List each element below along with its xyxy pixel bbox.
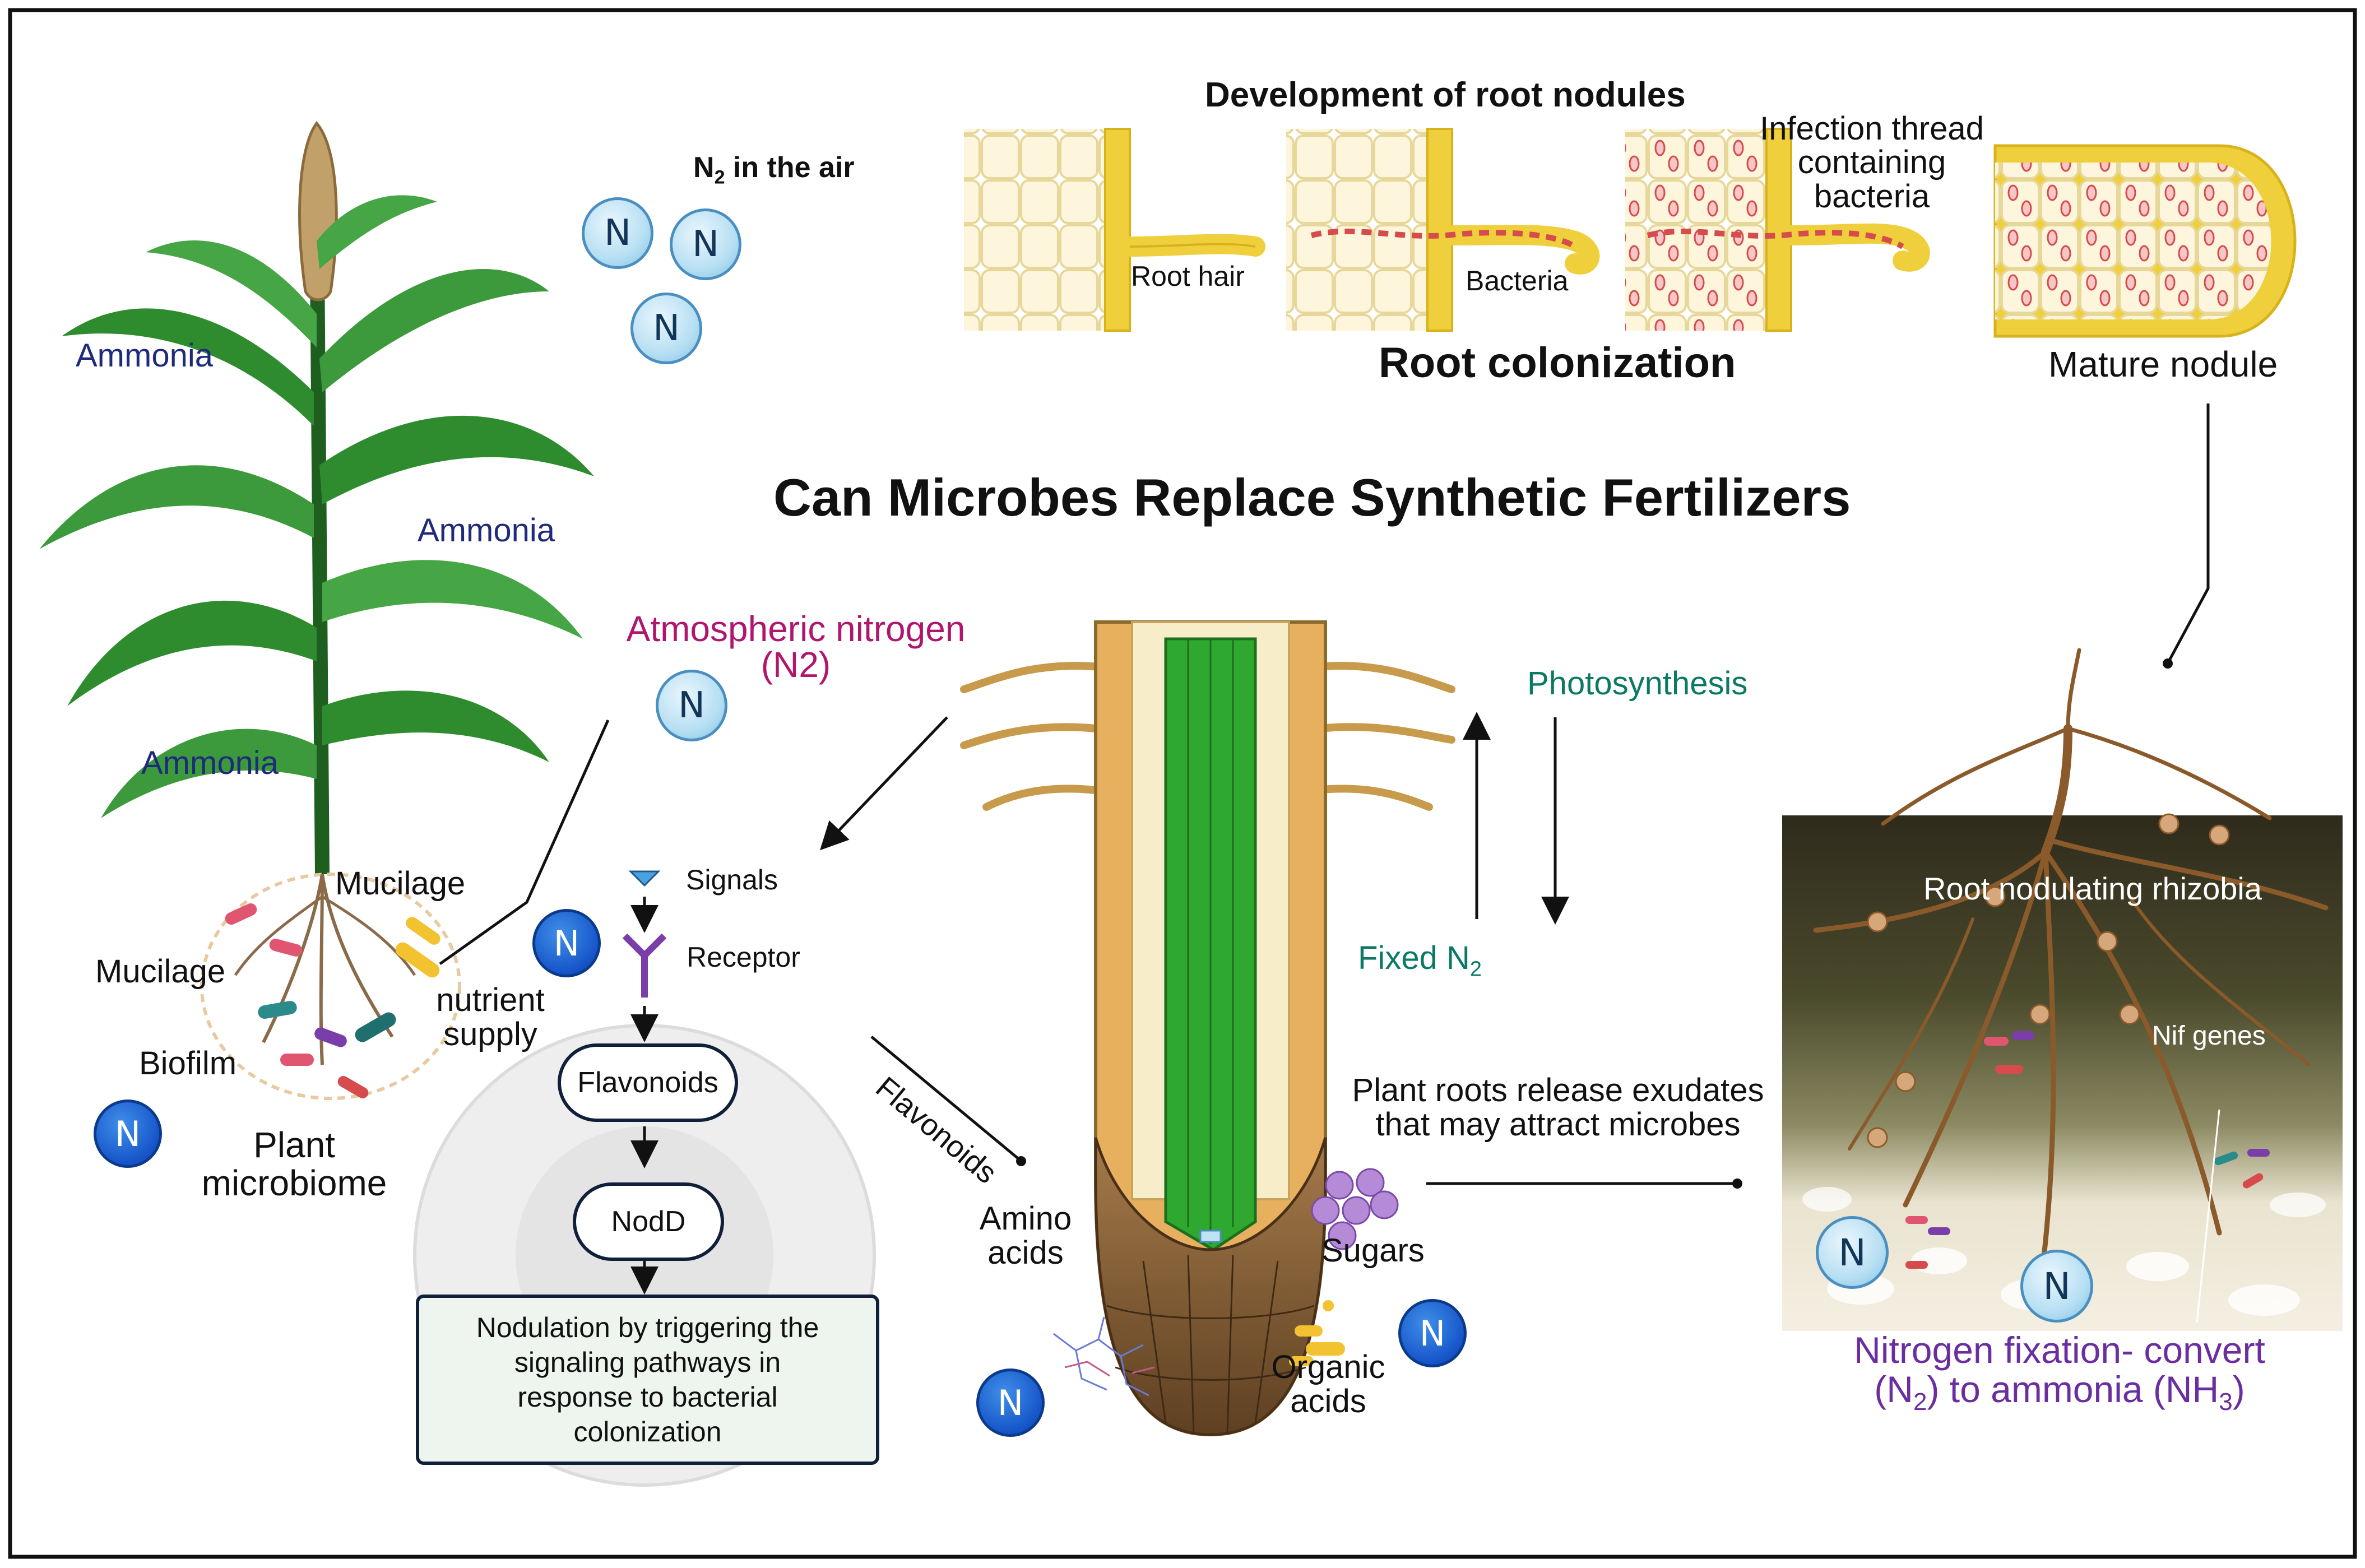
nodule-panel-3 (1625, 128, 1930, 332)
sugars-cluster (1311, 1168, 1399, 1250)
organic-acids-label: Organic acids (1271, 1349, 1385, 1419)
ammonia-label-3: Ammonia (141, 745, 279, 781)
nodule-panel-4 (1993, 144, 2297, 338)
root-hair-label: Root hair (1131, 261, 1245, 292)
nitrogen-badge-organic: N (1398, 1299, 1467, 1367)
nitrogen-badge-signals: N (532, 909, 601, 977)
atmospheric-nitrogen-label: Atmospheric nitrogen (N2) (626, 609, 966, 685)
ammonia-label-2: Ammonia (418, 512, 555, 549)
ammonia-label-1: Ammonia (76, 337, 213, 374)
root-colonization-label: Root colonization (1379, 339, 1736, 387)
nitrogen-badge-soil-1: N (1816, 1216, 1889, 1289)
fixed-n2-label: Fixed N2 (1358, 940, 1482, 981)
page-title: Can Microbes Replace Synthetic Fertilize… (773, 468, 1851, 527)
rhizobia-label: Root nodulating rhizobia (1923, 871, 2262, 906)
sugars-label: Sugars (1321, 1232, 1425, 1269)
photosynthesis-label: Photosynthesis (1527, 665, 1748, 702)
receptor-label: Receptor (687, 941, 800, 973)
nodule-panel-1 (964, 128, 1265, 332)
nitrogen-badge-microbiome: N (94, 1100, 162, 1168)
nitrogen-fixation-label: Nitrogen fixation- convert (N2) to ammon… (1854, 1329, 2265, 1416)
flavonoids-step: Flavonoids (558, 1043, 738, 1122)
amino-acids-label: Amino acids (979, 1200, 1072, 1271)
plant-microbiome-label: Plant microbiome (201, 1125, 387, 1203)
nodd-step: NodD (573, 1182, 724, 1261)
signals-label: Signals (686, 864, 778, 896)
amino-acid-molecule (1053, 1316, 1155, 1397)
nutrient-supply-label: nutrient supply (436, 982, 545, 1052)
nodule-development-heading: Development of root nodules (1205, 76, 1686, 114)
nitrogen-badge-air-1: N (582, 197, 653, 269)
nodulation-box: Nodulation by triggering the signaling p… (416, 1295, 879, 1465)
nitrogen-badge-atmospheric: N (656, 670, 727, 741)
infection-thread-label: Infection thread containing bacteria (1760, 110, 1984, 215)
nitrogen-badge-amino: N (976, 1368, 1045, 1437)
n2-in-air-label: N2 in the air (693, 151, 855, 188)
nitrogen-badge-air-2: N (670, 208, 741, 280)
nodule-panel-2 (1286, 128, 1600, 332)
biofilm-label: Biofilm (139, 1045, 237, 1082)
exudates-label: Plant roots release exudates that may at… (1352, 1072, 1764, 1143)
maize-plant (39, 121, 594, 1100)
nitrogen-badge-air-3: N (630, 293, 702, 364)
mature-nodule-label: Mature nodule (2048, 344, 2278, 384)
nif-genes-label: Nif genes (2152, 1021, 2266, 1051)
mucilage-label-top: Mucilage (335, 865, 466, 902)
bacteria-label: Bacteria (1466, 265, 1569, 296)
root-tip (960, 620, 1455, 1437)
nitrogen-badge-soil-2: N (2020, 1250, 2093, 1323)
mucilage-label-left: Mucilage (95, 953, 226, 990)
